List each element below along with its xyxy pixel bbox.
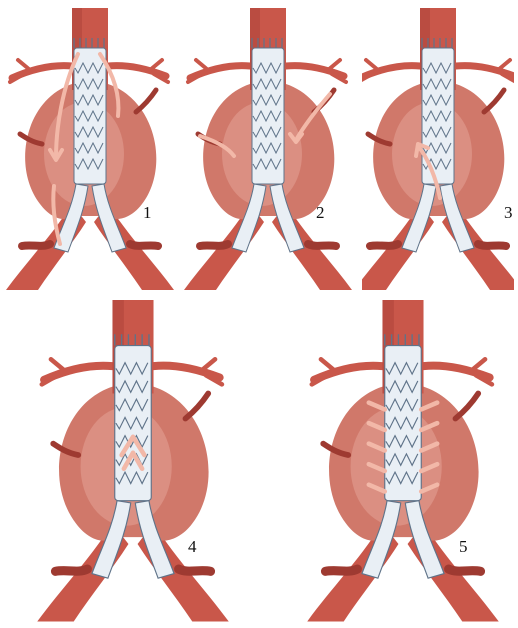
illustration-group [184,8,352,290]
panel-5 [298,300,508,622]
lumbar-artery-right [484,90,504,112]
lumbar-artery-right [455,393,478,418]
panel-2 [184,8,352,290]
panel-3 [362,8,514,290]
panel-number-5: 5 [459,538,468,555]
stent-graft-illustration-5 [298,300,508,622]
lumbar-artery-right [136,90,156,112]
illustration-group [37,300,229,621]
lumbar-artery-right [185,393,208,418]
internal-iliac-left [325,569,357,571]
internal-iliac-left [55,569,87,571]
stent-graft-illustration-3 [362,8,514,290]
internal-iliac-right [130,244,158,246]
internal-iliac-right [308,244,336,246]
illustration-group [362,8,514,290]
internal-iliac-right [478,244,506,246]
internal-iliac-right [179,569,211,571]
illustration-group [307,300,499,621]
panel-1 [6,8,174,290]
internal-iliac-left [22,244,50,246]
illustration-group [6,8,174,290]
panel-number-4: 4 [188,538,197,555]
internal-iliac-left [200,244,228,246]
panel-number-1: 1 [143,204,152,221]
panel-number-2: 2 [316,204,325,221]
panel-number-3: 3 [504,204,513,221]
stent-graft-illustration-1 [6,8,174,290]
stent-graft-illustration-4 [28,300,238,622]
panel-4 [28,300,238,622]
stent-graft-illustration-2 [184,8,352,290]
internal-iliac-right [449,569,481,571]
internal-iliac-left [370,244,398,246]
